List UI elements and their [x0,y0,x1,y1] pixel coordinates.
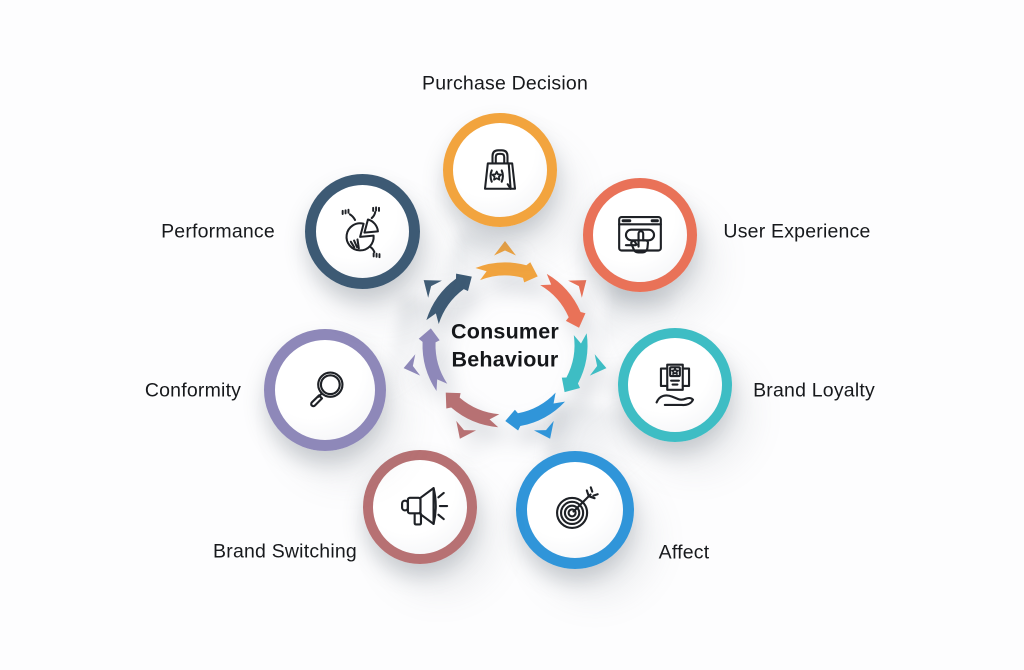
ring-arrow-purchase-decision [475,262,538,283]
center-title: Consumer Behaviour [451,318,559,375]
ring-arrow-brand-switching [445,392,500,428]
pointer-affect [533,420,554,439]
pie-chart-icon [341,205,380,258]
center-title-line1: Consumer [451,319,559,344]
pointer-conformity [403,354,421,376]
magnifier-icon [310,371,344,408]
pointer-brand-loyalty [589,354,607,376]
node-affect [516,451,634,569]
node-conformity [264,329,386,451]
browser-click-icon [618,216,662,254]
node-purchase-decision [443,113,557,227]
ring-arrow-affect [505,392,566,431]
target-arrow-icon [556,486,599,529]
pointer-purchase-decision [494,241,516,256]
node-label-brand-loyalty: Brand Loyalty [753,379,875,402]
certificate-hand-icon [655,363,695,407]
node-label-performance: Performance [161,220,275,243]
node-label-affect: Affect [658,541,710,564]
ring-arrow-conformity [418,328,448,391]
node-brand-loyalty [618,328,732,442]
ring-arrow-brand-loyalty [561,333,588,393]
node-brand-switching [363,450,477,564]
node-performance [305,174,420,289]
pointer-brand-switching [456,420,477,439]
node-label-brand-switching: Brand Switching [213,540,357,563]
node-user-experience [583,178,697,292]
node-label-conformity: Conformity [144,379,242,402]
center-title-line2: Behaviour [451,348,559,372]
ring-arrow-performance [426,273,472,325]
ring-arrow-user-experience [540,273,586,328]
shopping-bag-icon [483,149,517,190]
pointer-performance [423,280,442,298]
node-label-user-experience: User Experience [723,220,871,243]
node-label-purchase-decision: Purchase Decision [422,72,588,95]
megaphone-icon [401,487,449,526]
pointer-user-experience [568,280,587,298]
